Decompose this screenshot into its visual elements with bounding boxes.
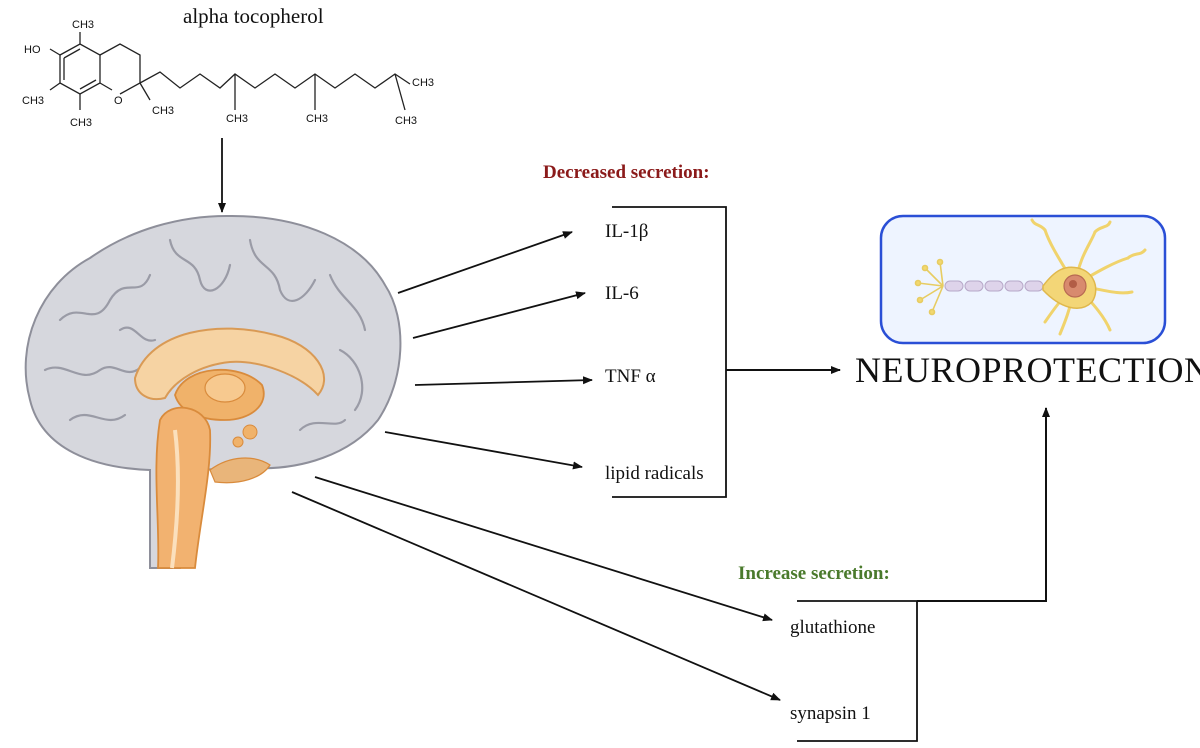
chem-label: CH3 [22,95,44,107]
chem-label: CH3 [226,113,248,125]
chem-label: CH3 [306,113,328,125]
increased-item-glutathione: glutathione [790,617,876,638]
neuron-frame [879,214,1167,345]
decrease-arrows [384,231,593,470]
chem-label: CH3 [70,117,92,129]
increased-heading: Increase secretion: [738,563,890,584]
increase-arrows [291,476,781,701]
chem-label: O [114,95,123,107]
decreased-item-tnf: TNF α [605,366,656,387]
arrow-to-lipid [384,431,583,470]
decreased-item-il1b: IL-1β [605,221,649,242]
increased-item-synapsin: synapsin 1 [790,703,871,724]
brain-icon [24,214,402,569]
arrow-to-il1b [397,231,573,294]
molecule-title: alpha tocopherol [183,4,324,28]
chem-label: CH3 [395,115,417,127]
chem-label: CH3 [152,105,174,117]
decreased-item-lipid-radicals: lipid radicals [605,463,704,484]
increased-bracket [797,600,918,742]
arrow-to-il6 [412,291,586,339]
chem-label: HO [24,44,41,56]
chemical-labels: HO CH3 CH3 CH3 O CH3 CH3 CH3 CH3 CH3 [22,19,434,129]
decreased-heading: Decreased secretion: [543,162,710,183]
chemical-structure-icon [49,32,411,111]
decreased-bracket [612,206,727,498]
increased-to-neuroprotection-arrow [917,407,1050,602]
arrow-to-synapsin [291,491,781,701]
decreased-item-il6: IL-6 [605,283,639,304]
arrow-to-glutathione [314,476,773,622]
arrow-to-tnf [414,376,593,386]
chem-label: CH3 [412,77,434,89]
neuroprotection-label: NEUROPROTECTION [855,350,1200,390]
chem-label: CH3 [72,19,94,31]
neuron-icon [914,218,1147,336]
